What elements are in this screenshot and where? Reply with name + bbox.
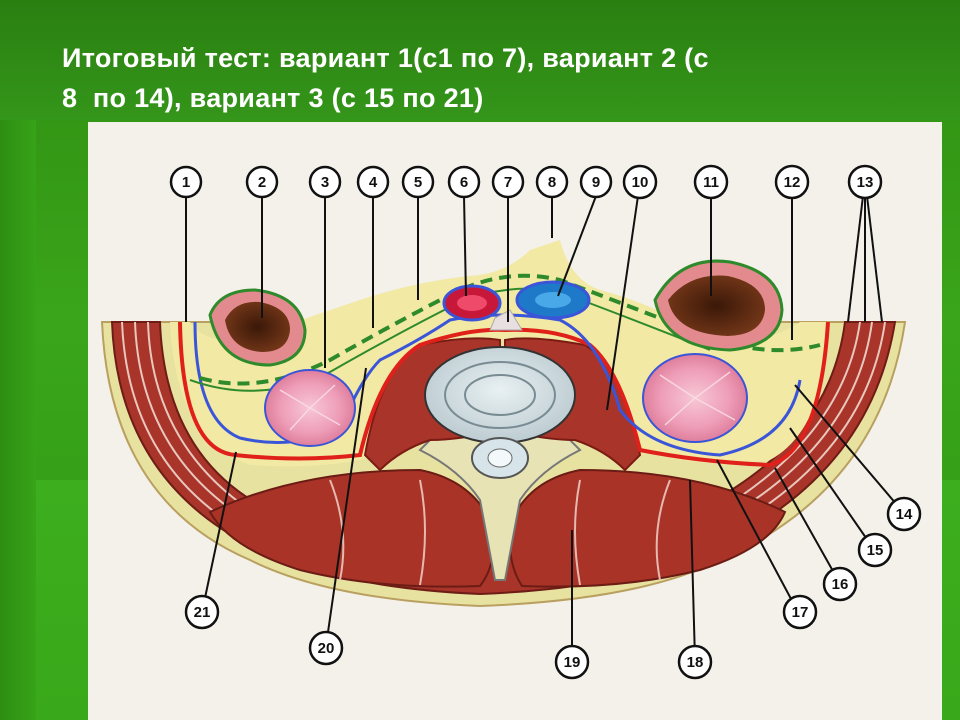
svg-text:15: 15: [867, 542, 884, 559]
pointer-lines: [185, 195, 904, 661]
svg-text:16: 16: [832, 576, 849, 593]
svg-text:8: 8: [548, 174, 556, 191]
background-top: [0, 0, 960, 120]
label-18: 18: [677, 644, 713, 680]
label-7: 7: [491, 165, 525, 199]
label-9: 9: [579, 165, 613, 199]
svg-text:3: 3: [321, 174, 329, 191]
svg-text:17: 17: [792, 604, 809, 621]
label-6: 6: [447, 165, 481, 199]
label-5: 5: [401, 165, 435, 199]
background-left: [0, 120, 36, 720]
svg-text:4: 4: [369, 174, 378, 191]
label-21: 21: [184, 594, 220, 630]
label-17: 17: [782, 594, 818, 630]
svg-text:1: 1: [182, 174, 190, 191]
svg-text:6: 6: [460, 174, 468, 191]
label-circles: 1 2 3 4 5 6 7 8 9 10 11 12 13 14 15 16 1…: [169, 164, 922, 680]
svg-text:20: 20: [318, 640, 335, 657]
svg-text:10: 10: [632, 174, 649, 191]
svg-text:21: 21: [194, 604, 211, 621]
label-15: 15: [857, 532, 893, 568]
svg-text:7: 7: [504, 174, 512, 191]
label-12: 12: [774, 164, 810, 200]
blue-fascia: [193, 313, 802, 457]
svg-text:18: 18: [687, 654, 704, 671]
label-16: 16: [822, 566, 858, 602]
svg-text:12: 12: [784, 174, 801, 191]
slide-title: Итоговый тест: вариант 1(с1 по 7), вариа…: [62, 43, 709, 113]
label-1: 1: [169, 165, 203, 199]
label-4: 4: [356, 165, 390, 199]
svg-text:11: 11: [703, 174, 719, 191]
label-13: 13: [847, 164, 883, 200]
label-11: 11: [693, 164, 729, 200]
label-19: 19: [554, 644, 590, 680]
back-muscle-right: [509, 468, 787, 588]
label-14: 14: [886, 496, 922, 532]
svg-text:5: 5: [414, 174, 422, 191]
label-2: 2: [245, 165, 279, 199]
label-10: 10: [622, 164, 658, 200]
label-8: 8: [535, 165, 569, 199]
green-dashed-fascia: [199, 273, 821, 386]
label-3: 3: [308, 165, 342, 199]
svg-text:2: 2: [258, 174, 266, 191]
svg-text:13: 13: [857, 174, 874, 191]
svg-text:9: 9: [592, 174, 600, 191]
label-20: 20: [308, 630, 344, 666]
svg-text:19: 19: [564, 654, 581, 671]
svg-text:14: 14: [896, 506, 913, 523]
